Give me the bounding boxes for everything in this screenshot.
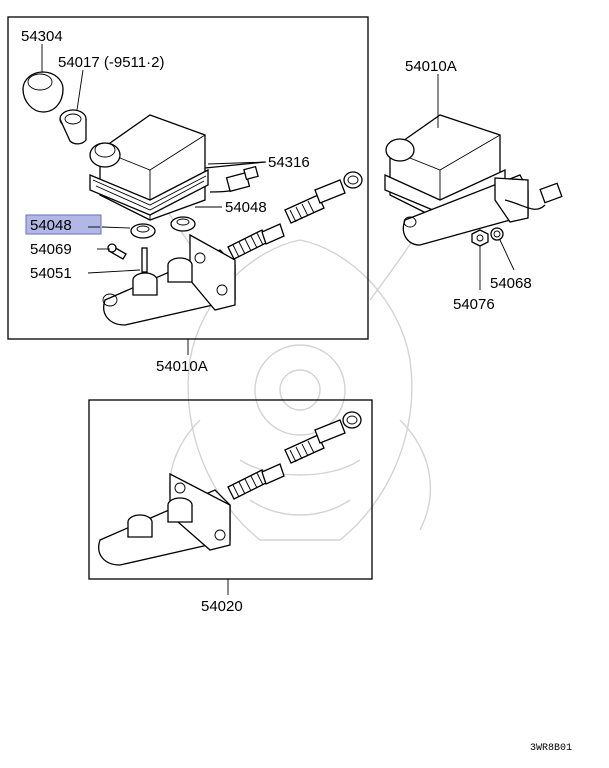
callout-54048[interactable]: 54048 — [225, 199, 267, 216]
reservoir-tank-part[interactable] — [89, 114, 209, 221]
leader-lines-top — [41, 44, 267, 355]
callout-54316[interactable]: 54316 — [268, 154, 310, 171]
reservoir-grommet-part-2[interactable] — [170, 216, 196, 232]
washer-part[interactable] — [490, 227, 504, 241]
master-cylinder-complete-part[interactable] — [384, 114, 563, 246]
piston-spring-assembly-part[interactable] — [227, 171, 363, 260]
level-sensor-harness-part[interactable] — [204, 161, 266, 193]
piston-spring-kit-part[interactable] — [227, 411, 362, 500]
callout-54051[interactable]: 54051 — [30, 265, 72, 282]
callout-54069[interactable]: 54069 — [30, 241, 72, 258]
mounting-screw-part[interactable] — [107, 243, 127, 260]
reservoir-strainer-part[interactable] — [59, 109, 87, 145]
leader-lines-right — [437, 74, 515, 290]
highlight-54048 — [25, 214, 102, 235]
callout-54017[interactable]: 54017 (-9511·2) — [58, 54, 164, 71]
reservoir-grommet-part[interactable] — [130, 223, 156, 239]
callout-54068[interactable]: 54068 — [490, 275, 532, 292]
diagram-code: 3WR8B01 — [530, 743, 572, 754]
master-cylinder-body-part[interactable] — [102, 233, 236, 326]
assembly-frame-54020 — [88, 399, 373, 580]
nut-part[interactable] — [471, 229, 489, 247]
callout-54076[interactable]: 54076 — [453, 296, 495, 313]
reservoir-cap-part[interactable] — [22, 71, 64, 113]
callout-54304[interactable]: 54304 — [21, 28, 63, 45]
callout-54020[interactable]: 54020 — [201, 598, 243, 615]
callout-54048-highlighted[interactable]: 54048 — [30, 217, 72, 234]
retaining-pin-part[interactable] — [141, 247, 148, 273]
master-cylinder-body-kit-part[interactable] — [98, 472, 231, 566]
callout-54010a-assembly[interactable]: 54010A — [156, 358, 208, 375]
callout-54010a-right[interactable]: 54010A — [405, 58, 457, 75]
